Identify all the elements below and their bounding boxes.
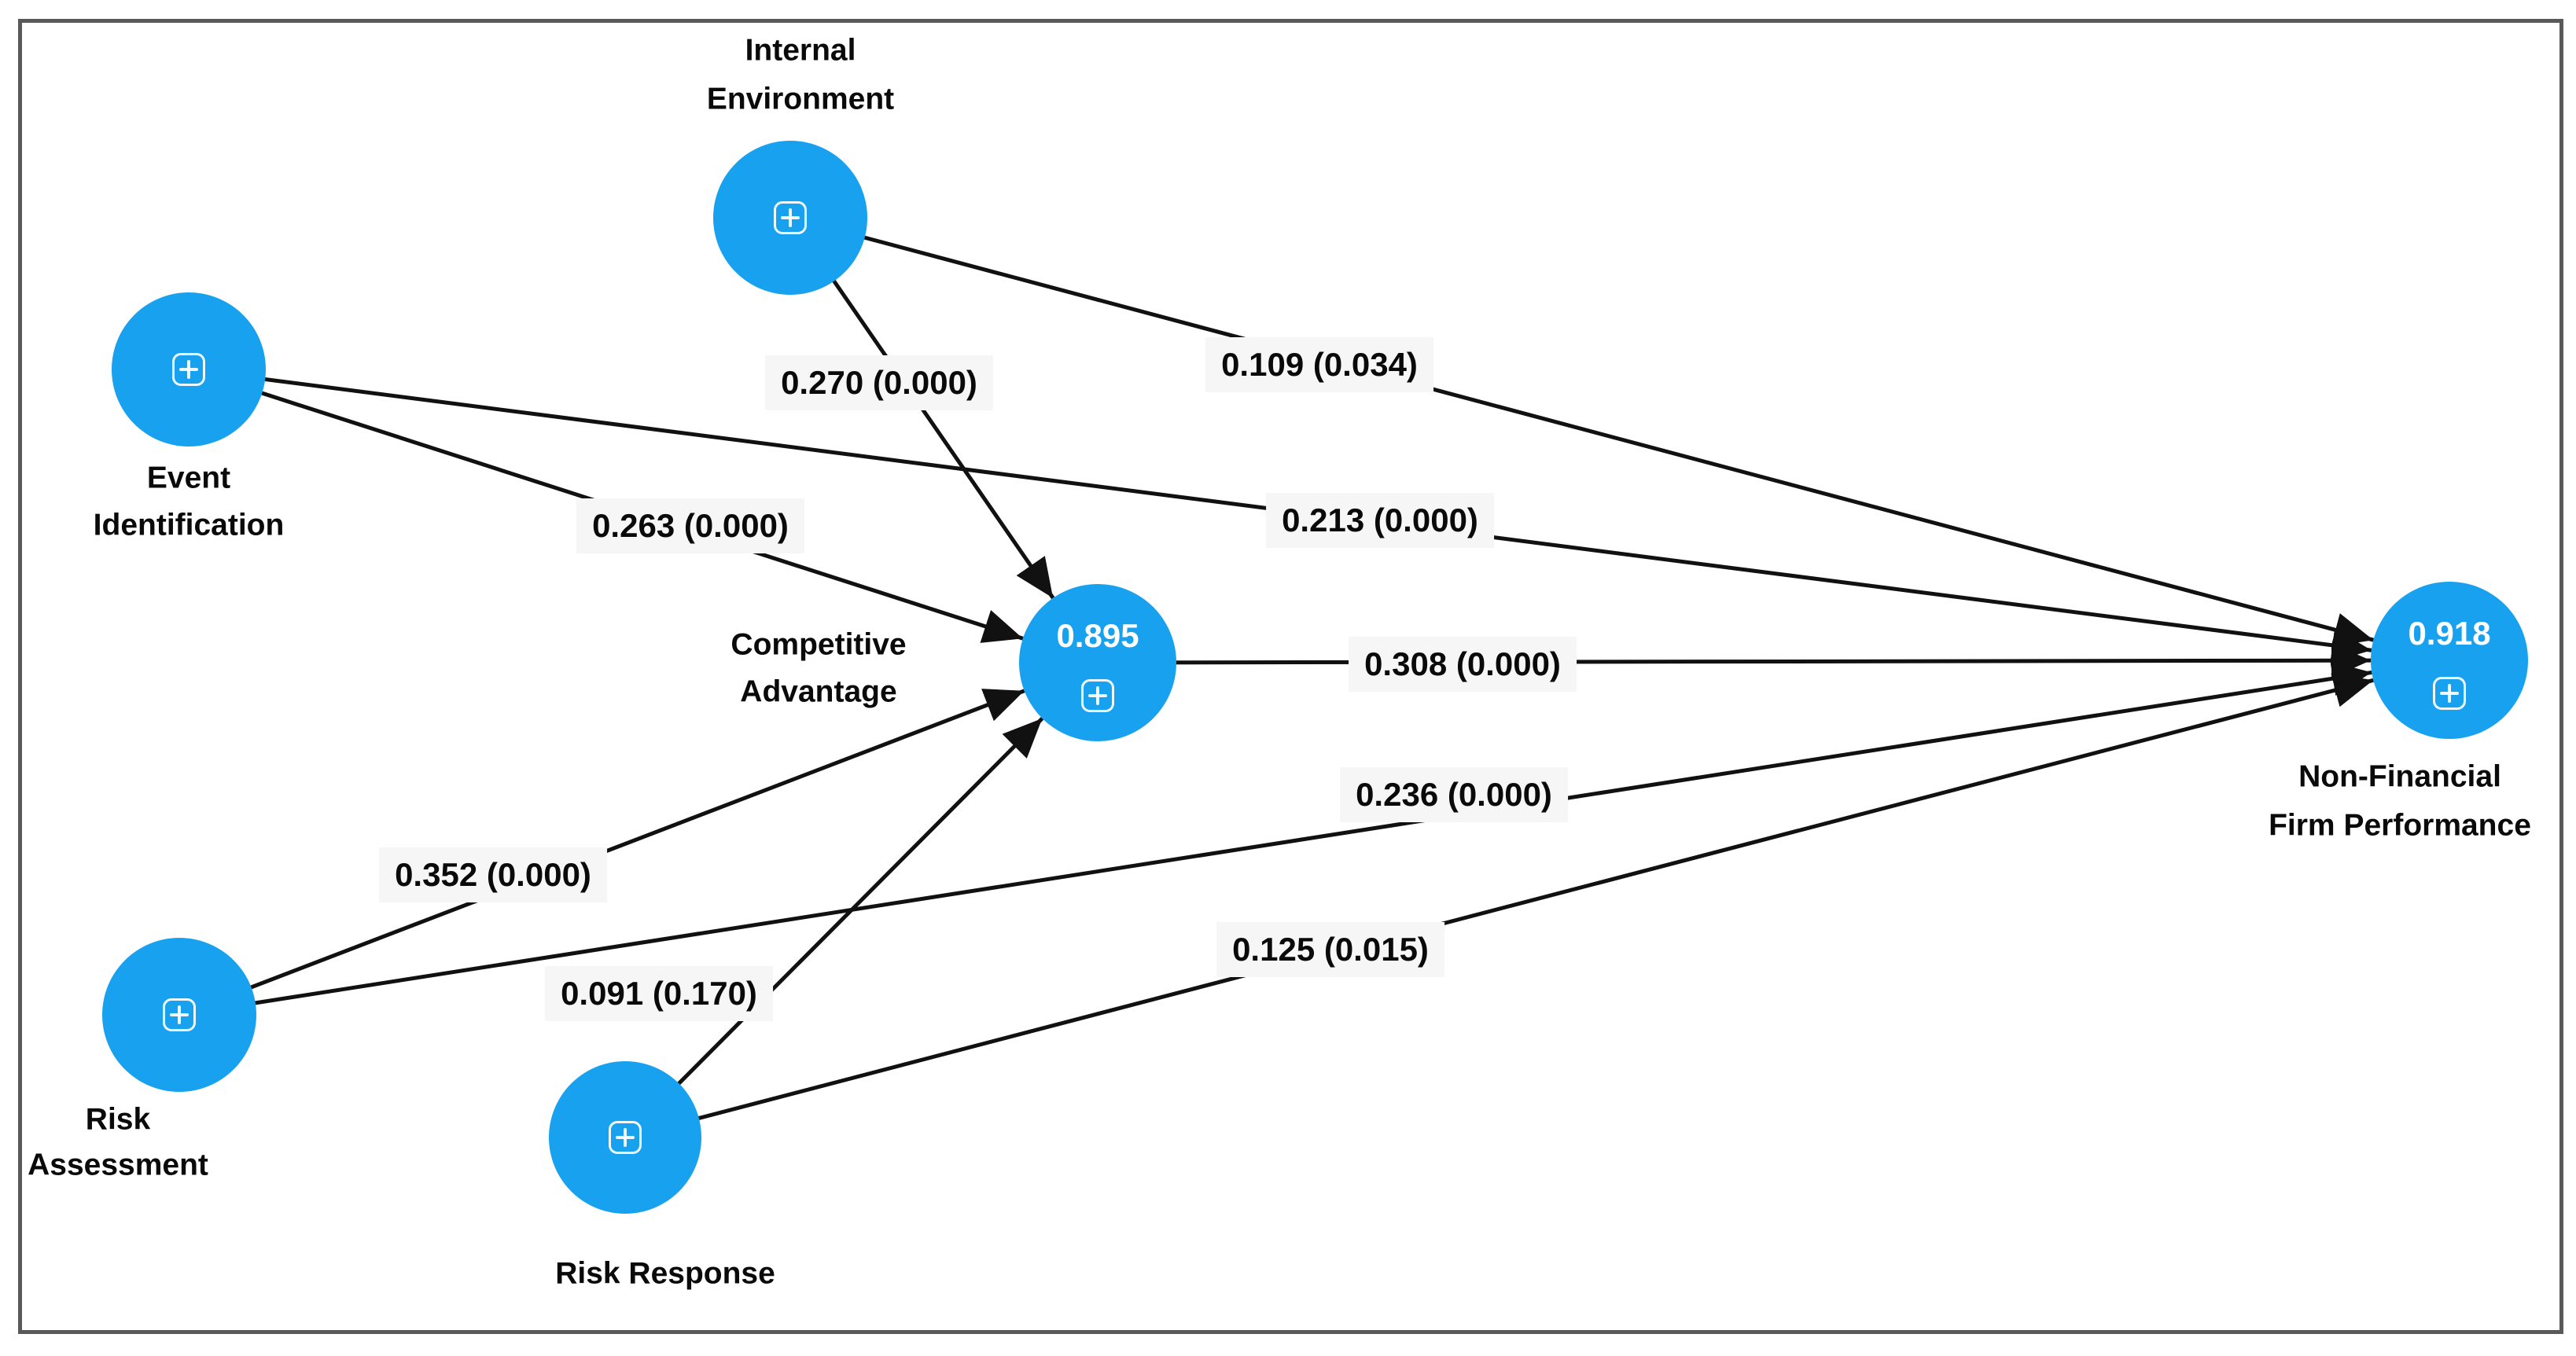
construct-label-event-identification-line-0: Event	[146, 461, 231, 495]
edge-internal-environment-to-non-financial-firm-performance[interactable]	[789, 215, 2375, 647]
r-squared-value-competitive-advantage: 0.895	[1056, 617, 1139, 654]
expand-indicators-plus-icon-non-financial-firm-performance[interactable]	[2433, 677, 2466, 710]
construct-node-non-financial-firm-performance[interactable]	[2371, 582, 2528, 739]
construct-label-competitive-advantage-line-0: Competitive	[730, 627, 907, 662]
edge-risk-assessment-to-non-financial-firm-performance[interactable]	[178, 661, 2372, 1017]
construct-label-risk-response-line-0: Risk Response	[555, 1256, 775, 1291]
construct-label-event-identification-line-1: Identification	[93, 508, 285, 542]
construct-label-non-financial-firm-performance-line-0: Non-Financial	[2298, 759, 2501, 794]
edge-risk-response-to-competitive-advantage[interactable]	[624, 717, 1044, 1139]
construct-label-internal-environment-line-0: Internal	[745, 33, 856, 68]
plus-icon-vertical-bar	[789, 208, 792, 227]
r-squared-value-non-financial-firm-performance: 0.918	[2408, 615, 2491, 652]
expand-indicators-plus-icon-event-identification[interactable]	[172, 353, 205, 386]
construct-label-non-financial-firm-performance-line-1: Firm Performance	[2269, 808, 2531, 843]
edge-risk-response-to-non-financial-firm-performance[interactable]	[624, 673, 2374, 1140]
expand-indicators-plus-icon-competitive-advantage[interactable]	[1081, 679, 1114, 712]
path-coefficient-label-event-identification-to-non-financial-firm-performance[interactable]: 0.213 (0.000)	[1266, 493, 1494, 548]
construct-label-competitive-advantage-line-1: Advantage	[740, 674, 897, 709]
construct-label-risk-assessment-line-0: Risk	[85, 1102, 151, 1137]
path-coefficient-label-risk-assessment-to-non-financial-firm-performance[interactable]: 0.236 (0.000)	[1340, 767, 1568, 822]
construct-label-internal-environment-line-1: Environment	[706, 82, 895, 116]
plus-icon-vertical-bar	[2448, 684, 2451, 703]
path-coefficient-label-event-identification-to-competitive-advantage[interactable]: 0.263 (0.000)	[576, 498, 804, 553]
path-coefficient-label-internal-environment-to-non-financial-firm-performance[interactable]: 0.109 (0.034)	[1205, 337, 1433, 392]
figure-border	[18, 19, 2563, 1334]
path-coefficient-label-risk-response-to-competitive-advantage[interactable]: 0.091 (0.170)	[545, 966, 773, 1021]
plus-icon-vertical-bar	[187, 360, 190, 379]
plus-icon-vertical-bar	[1096, 686, 1099, 705]
expand-indicators-plus-icon-risk-response[interactable]	[609, 1121, 642, 1154]
path-coefficient-label-risk-response-to-non-financial-firm-performance[interactable]: 0.125 (0.015)	[1216, 922, 1444, 977]
edge-competitive-advantage-to-non-financial-firm-performance[interactable]	[1097, 643, 2372, 678]
construct-label-risk-assessment-line-1: Assessment	[28, 1148, 208, 1182]
expand-indicators-plus-icon-internal-environment[interactable]	[774, 201, 807, 234]
plus-icon-vertical-bar	[624, 1128, 627, 1147]
path-coefficient-label-risk-assessment-to-competitive-advantage[interactable]: 0.352 (0.000)	[379, 847, 607, 902]
path-coefficient-label-internal-environment-to-competitive-advantage[interactable]: 0.270 (0.000)	[765, 355, 993, 410]
construct-node-competitive-advantage[interactable]	[1019, 584, 1176, 741]
path-coefficient-label-competitive-advantage-to-non-financial-firm-performance[interactable]: 0.308 (0.000)	[1349, 637, 1577, 692]
expand-indicators-plus-icon-risk-assessment[interactable]	[163, 998, 196, 1031]
plus-icon-vertical-bar	[178, 1005, 181, 1024]
